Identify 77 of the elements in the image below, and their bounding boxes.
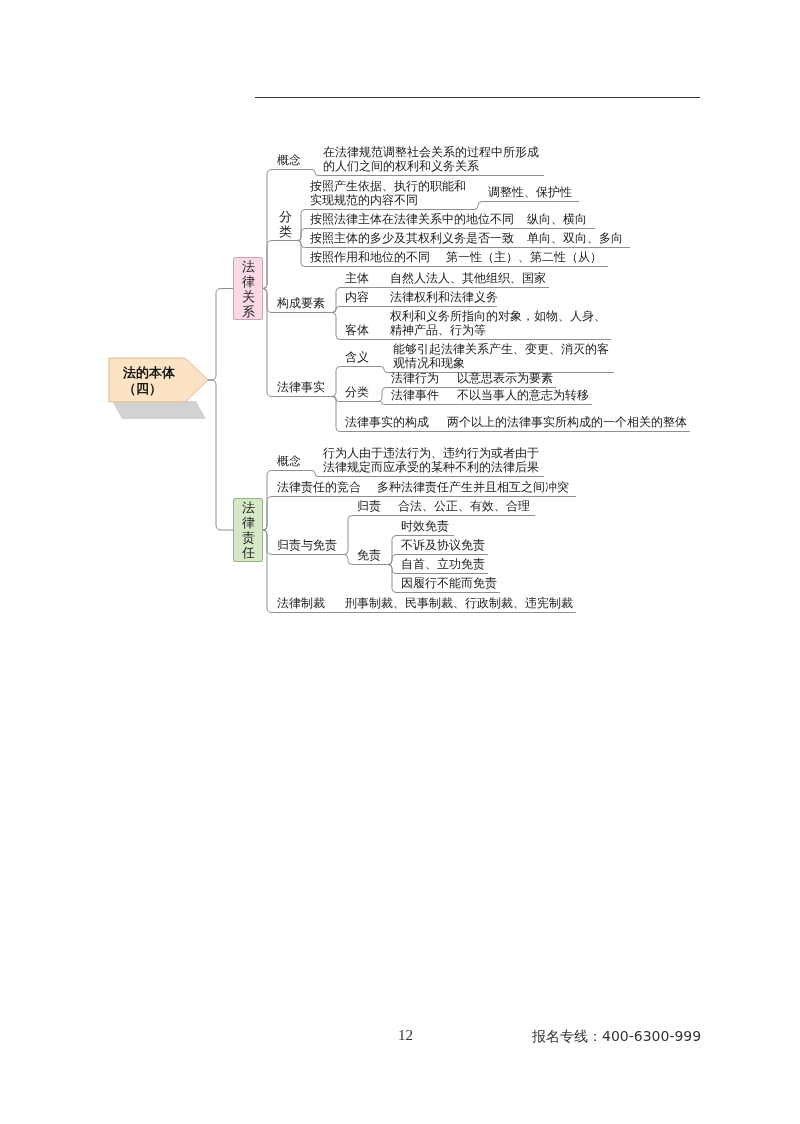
connector-line: [509, 228, 523, 229]
underlined-topic: 按照产生依据、执行的职能和实现规范的内容不同: [305, 181, 473, 210]
connector-line: [509, 247, 523, 248]
underlined-topic: 免责: [352, 545, 388, 565]
underlined-topic: 归责与免责: [272, 539, 344, 555]
footer-text: 报名专线：400-6300-999: [532, 1028, 702, 1046]
underlined-topic: 第一性（主）、第二性（从）: [441, 251, 608, 267]
underlined-topic: 因履行不能而免责: [396, 577, 500, 593]
underlined-topic: 在法律规范调整社会关系的过程中所形成的人们之间的权利和义务关系: [318, 145, 544, 176]
underlined-topic: 分类: [340, 386, 378, 402]
connector-line: [343, 554, 353, 565]
connector-line: [434, 266, 442, 267]
underlined-topic: 权利和义务所指向的对象，如物、人身、精神产品、行为等: [385, 311, 611, 340]
underlined-topic: 分类: [272, 210, 298, 241]
connector-line: [379, 339, 386, 340]
connector-line: [331, 366, 341, 397]
connector-line: [443, 404, 453, 405]
connector-line: [387, 564, 397, 593]
underlined-topic: 以意思表示为要素: [452, 372, 556, 388]
connector-line: [297, 240, 306, 267]
connector-line: [379, 366, 389, 373]
page-number: 12: [398, 1027, 413, 1044]
connector-line: [379, 306, 386, 307]
underlined-topic: 按照作用和地位的不同: [305, 251, 435, 267]
underlined-topic: 法律事件: [386, 389, 444, 405]
underlined-topic: 两个以上的法律事实所构成的一个相关的整体: [442, 416, 690, 432]
underlined-topic: 调整性、保护性: [483, 185, 579, 202]
connector-line: [363, 496, 373, 497]
underlined-topic: 主体: [340, 272, 380, 288]
underlined-topic: 多种法律责任产生并且相互之间冲突: [372, 481, 576, 497]
connector-line: [331, 312, 341, 340]
underlined-topic: 合法、公正、有效、合理: [393, 500, 535, 516]
underlined-topic: 法律事实: [272, 381, 332, 397]
underlined-topic: 法律权利和法律义务: [385, 291, 497, 307]
underlined-topic: 法律责任的竞合: [272, 481, 364, 497]
underlined-topic: 纵向、横向: [522, 213, 595, 229]
connector-line: [377, 387, 387, 402]
underlined-topic: 时效免责: [396, 520, 454, 536]
topic-box: 法律关系: [233, 257, 263, 320]
connector-line: [443, 387, 453, 388]
underlined-topic: 行为人由于违法行为、违约行为或者由于法律规定而应承受的某种不利的法律后果: [318, 446, 544, 477]
underlined-topic: 法律事实的构成: [340, 416, 433, 432]
connector-line: [311, 169, 319, 176]
underlined-topic: 内容: [340, 291, 380, 307]
connector-line: [331, 396, 341, 432]
underlined-topic: 自首、立功免责: [396, 558, 488, 574]
connector-line: [262, 529, 273, 613]
underlined-topic: 归责: [352, 500, 388, 516]
connector-line: [262, 496, 273, 531]
underlined-topic: 刑事制裁、民事制裁、行政制裁、违宪制裁: [340, 597, 576, 613]
underlined-topic: 概念: [272, 152, 312, 170]
underlined-topic: 不诉及协议免责: [396, 539, 488, 555]
connector-line: [262, 288, 273, 397]
underlined-topic: 客体: [340, 318, 380, 340]
connector-line: [387, 554, 397, 565]
connector-line: [379, 287, 386, 288]
connector-line: [297, 228, 306, 241]
connector-line: [432, 431, 443, 432]
underlined-topic: 单向、双向、多向: [522, 232, 630, 248]
underlined-topic: 能够引起法律关系产生、变更、消灭的客观情况和现象: [388, 344, 614, 373]
connector-line: [377, 401, 387, 405]
connector-line: [311, 470, 319, 477]
underlined-topic: 构成要素: [272, 297, 332, 313]
connector-line: [207, 379, 234, 531]
topic-box: 法律责任: [233, 498, 263, 562]
connector-line: [472, 201, 484, 210]
underlined-topic: 含义: [340, 351, 380, 367]
connector-line: [387, 515, 394, 516]
connector-line: [331, 306, 341, 313]
underlined-topic: 法律制裁: [272, 597, 330, 613]
connector-line: [262, 240, 273, 289]
connector-line: [329, 612, 341, 613]
underlined-topic: 自然人法人、其他组织、国家: [385, 272, 549, 288]
underlined-topic: 法律行为: [386, 372, 444, 388]
underlined-topic: 不以当事人的意志为转移: [452, 389, 592, 405]
connector-line: [343, 515, 353, 555]
underlined-topic: 概念: [272, 454, 312, 471]
